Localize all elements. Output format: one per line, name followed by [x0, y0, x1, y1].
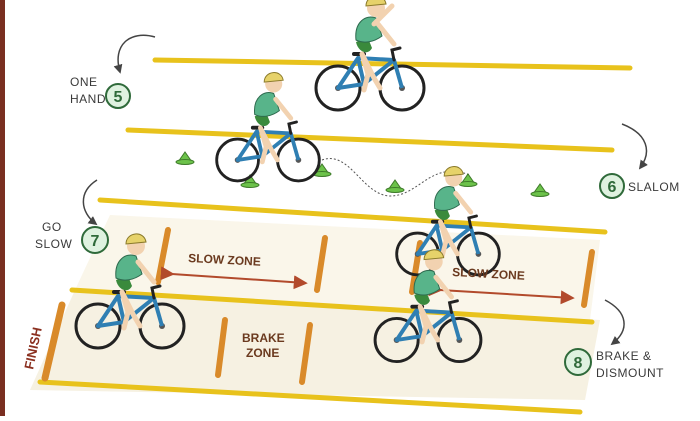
cyclist-slalom — [217, 73, 320, 181]
station-6-number: 6 — [608, 179, 617, 196]
station-7-label-line-2: SLOW — [35, 237, 73, 251]
station-6-label: SLALOM — [628, 180, 680, 194]
brake-zone-line-2: ZONE — [246, 346, 279, 360]
station-7-number: 7 — [91, 233, 100, 250]
station-8-label-line-1: BRAKE & — [596, 349, 652, 363]
station-5-label-line-1: ONE — [70, 75, 98, 89]
station-8: 8 BRAKE & DISMOUNT — [565, 349, 664, 380]
station-5-number: 5 — [114, 89, 123, 106]
station-7: GO SLOW 7 — [35, 220, 108, 253]
cone-icon — [386, 180, 404, 193]
station-5-label-line-2: HAND — [70, 92, 106, 106]
brake-zone-line-1: BRAKE — [242, 331, 285, 345]
cyclist-one-hand — [316, 0, 424, 110]
station-8-label-line-2: DISMOUNT — [596, 366, 664, 380]
curved-arrow-icon — [622, 124, 646, 168]
finish-label: FINISH — [21, 326, 45, 371]
curved-arrow-icon — [118, 35, 155, 72]
station-5: ONE HAND 5 — [70, 75, 130, 108]
cone-icon — [176, 152, 194, 165]
curved-arrow-icon — [605, 300, 624, 344]
lane-line — [128, 130, 612, 150]
cone-icon — [531, 184, 549, 197]
bottom-border — [0, 416, 700, 421]
station-6: 6 SLALOM — [600, 174, 680, 198]
station-7-label-line-1: GO — [42, 220, 62, 234]
left-border — [0, 0, 5, 421]
station-8-number: 8 — [574, 355, 583, 372]
curved-arrow-icon — [83, 180, 97, 224]
